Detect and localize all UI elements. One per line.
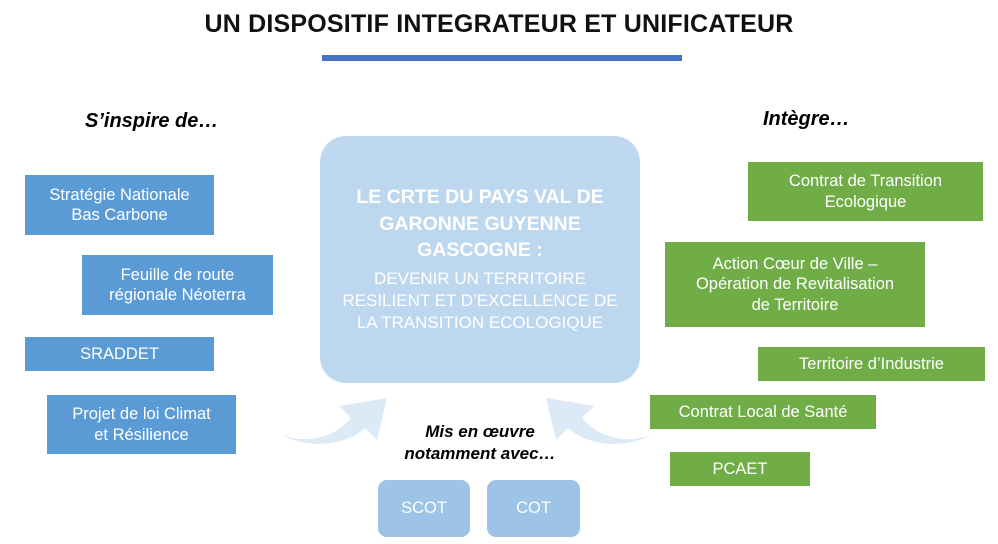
center-hub-crte[interactable]: LE CRTE DU PAYS VAL DE GARONNE GUYENNE G… [320, 136, 640, 383]
hub-sub-line1: DEVENIR UN TERRITOIRE [374, 268, 586, 288]
left-item-line2: régionale Néoterra [109, 286, 246, 304]
right-item-label: Territoire d’Industrie [799, 354, 944, 373]
left-item-label: Projet de loi Climat et Résilience [72, 404, 210, 444]
left-item-line1: Stratégie Nationale [49, 185, 190, 204]
left-item-label: Stratégie Nationale Bas Carbone [49, 185, 189, 225]
right-item-action-coeur-de-ville[interactable]: Action Cœur de Ville – Opération de Revi… [665, 242, 925, 327]
left-item-line2: Bas Carbone [71, 206, 168, 224]
left-item-sraddet[interactable]: SRADDET [25, 337, 214, 371]
title-underline-divider [322, 55, 682, 61]
right-item-label: Contrat de Transition Ecologique [789, 171, 942, 211]
hub-main-line1: LE CRTE DU PAYS VAL DE [356, 186, 604, 209]
bottom-caption: Mis en œuvre notamment avec… [370, 421, 590, 465]
right-item-contrat-local-de-sante[interactable]: Contrat Local de Santé [650, 395, 876, 429]
curved-arrow-up-right-icon [281, 398, 387, 444]
left-item-line1: Projet de loi Climat [72, 405, 211, 424]
bottom-pill-label: SCOT [401, 499, 447, 517]
left-column-heading: S’inspire de… [85, 110, 219, 132]
bottom-pill-scot[interactable]: SCOT [378, 480, 470, 537]
right-column-heading: Intègre… [763, 108, 850, 130]
hub-main-line3: GASCOGNE : [417, 239, 543, 262]
right-item-line3: de Territoire [751, 295, 839, 314]
left-item-label: SRADDET [80, 344, 159, 363]
hub-subtitle: DEVENIR UN TERRITOIRE RESILIENT ET D’EXC… [342, 268, 617, 335]
left-item-feuille-de-route-regionale-neoterra[interactable]: Feuille de route régionale Néoterra [82, 255, 273, 315]
right-item-line1: Action Cœur de Ville – [712, 255, 878, 274]
right-item-pcaet[interactable]: PCAET [670, 452, 810, 486]
right-item-label: Action Cœur de Ville – Opération de Revi… [696, 254, 894, 314]
bottom-pill-label: COT [516, 499, 551, 517]
curved-arrow-up-left-icon [546, 398, 652, 444]
left-item-line2: et Résilience [94, 425, 189, 444]
right-item-line1: Contrat de Transition [788, 172, 943, 191]
bottom-pill-cot[interactable]: COT [487, 480, 580, 537]
left-item-line1: Feuille de route [120, 265, 235, 284]
right-item-line2: Ecologique [824, 192, 907, 211]
right-item-label: PCAET [712, 459, 768, 478]
right-item-contrat-de-transition-ecologique[interactable]: Contrat de Transition Ecologique [748, 162, 983, 221]
bottom-caption-line1: Mis en œuvre [425, 422, 535, 441]
left-item-label: Feuille de route régionale Néoterra [109, 265, 246, 305]
hub-sub-line2: RESILIENT ET D’EXCELLENCE DE [342, 291, 618, 311]
page-title: UN DISPOSITIF INTEGRATEUR ET UNIFICATEUR [204, 10, 794, 38]
right-item-line2: Opération de Revitalisation [695, 275, 895, 294]
right-item-territoire-d-industrie[interactable]: Territoire d’Industrie [758, 347, 985, 381]
left-item-projet-de-loi-climat-et-resilience[interactable]: Projet de loi Climat et Résilience [47, 395, 236, 454]
bottom-caption-line2: notamment avec… [404, 444, 556, 464]
hub-main-line2: GARONNE GUYENNE [379, 212, 581, 235]
hub-sub-line3: LA TRANSITION ECOLOGIQUE [356, 313, 604, 333]
right-item-label: Contrat Local de Santé [678, 402, 848, 421]
hub-main-title: LE CRTE DU PAYS VAL DE GARONNE GUYENNE G… [356, 184, 603, 264]
left-item-strategie-nationale-bas-carbone[interactable]: Stratégie Nationale Bas Carbone [25, 175, 214, 235]
